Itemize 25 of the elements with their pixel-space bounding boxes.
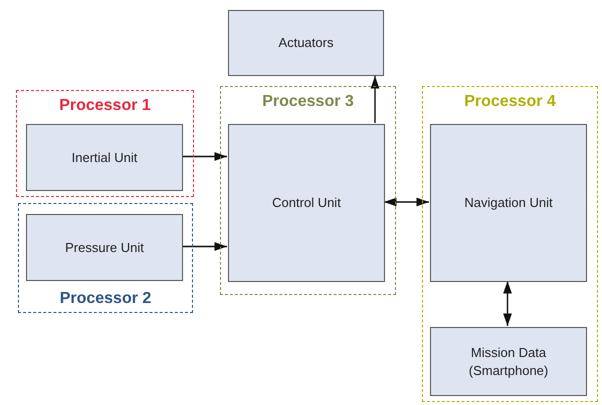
unit-label: Navigation Unit — [463, 194, 554, 212]
unit-label: Actuators — [278, 34, 334, 52]
unit-box — [26, 124, 183, 191]
unit-label: Control Unit — [271, 194, 342, 212]
arrow — [503, 281, 512, 326]
unit-box — [228, 124, 385, 282]
processor-group — [16, 90, 194, 197]
unit-label: Mission Data (Smartphone) — [468, 344, 550, 380]
arrow — [384, 198, 429, 206]
processor-group — [18, 203, 193, 313]
unit-box — [430, 124, 587, 282]
group-title: Processor 3 — [261, 93, 355, 111]
group-title: Processor 1 — [58, 97, 152, 115]
processor-group — [422, 86, 598, 402]
arrow — [370, 76, 380, 123]
arrow — [182, 152, 227, 161]
unit-box — [26, 214, 183, 281]
processor-group — [220, 86, 396, 295]
arrow — [182, 242, 227, 251]
group-title: Processor 2 — [58, 290, 152, 308]
unit-box — [430, 327, 587, 396]
unit-label: Pressure Unit — [64, 238, 145, 256]
unit-label: Inertial Unit — [70, 148, 138, 166]
unit-box — [228, 10, 384, 76]
group-title: Processor 4 — [463, 93, 557, 111]
